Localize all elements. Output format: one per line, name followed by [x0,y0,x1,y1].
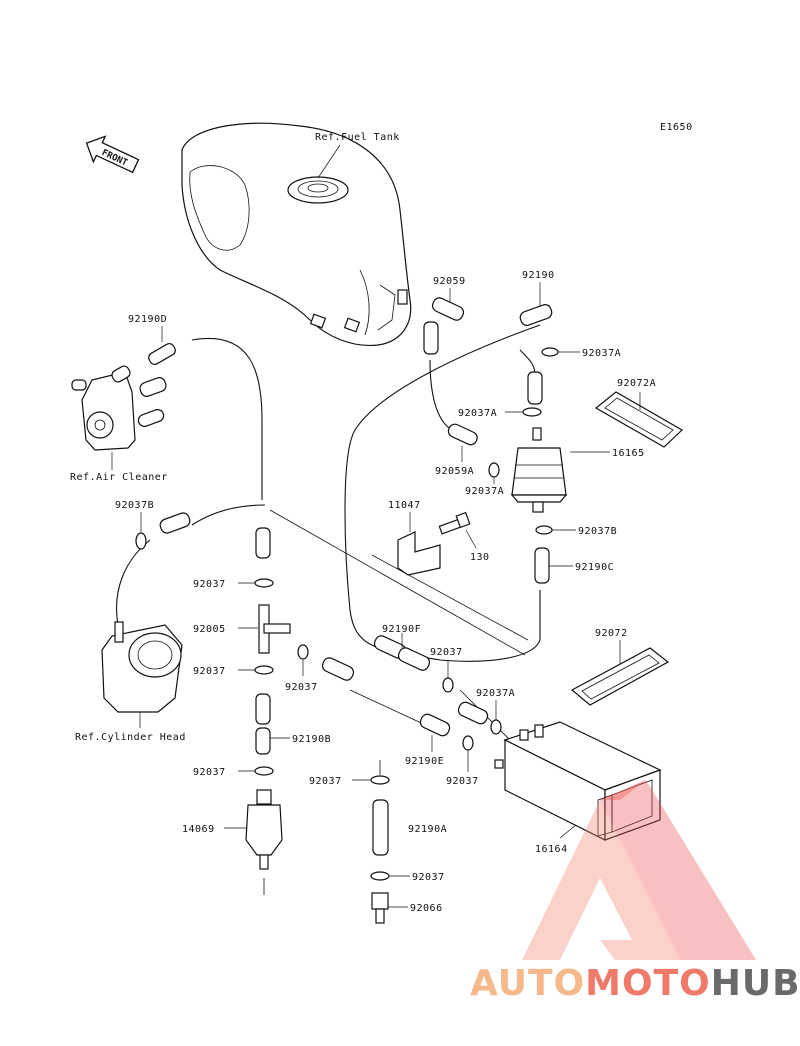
hose-route-main [344,324,541,662]
automotohub-logo-watermark: AUTOMOTOHUB [470,780,800,1004]
hose-92059A [447,423,478,446]
separator-14069 [245,789,283,870]
hose-92190B [255,727,271,755]
label-92190: 92190 [522,270,555,281]
hose-route-upper [191,338,263,500]
label-16165: 16165 [612,448,645,459]
label-air-cleaner: Ref.Air Cleaner [70,472,168,483]
bracket-11047 [397,531,441,576]
label-92072A: 92072A [617,378,656,389]
clamp-92037-3 [254,665,274,675]
label-92066: 92066 [410,903,443,914]
label-92037A-3: 92037A [465,486,504,497]
label-92037A-2: 92037A [458,408,497,419]
label-92037-1: 92037 [193,579,226,590]
label-fuel-tank: Ref.Fuel Tank [315,132,400,143]
label-92190E: 92190E [405,756,444,767]
diagram-code: E1650 [660,122,693,133]
label-92037A-4: 92037A [476,688,515,699]
hose-92190E [419,713,451,737]
hose-92190A [372,799,389,856]
hose-92190 [519,304,553,326]
label-92190B: 92190B [292,734,331,745]
cap-92066 [371,892,389,924]
clamp-92037-4 [297,644,309,660]
clamp-92037A-4 [490,719,502,735]
label-92190D: 92190D [128,314,167,325]
hose-92190F [373,635,431,671]
watermark-auto: AUTO [470,963,585,1004]
clamp-92037-5 [254,766,274,776]
clamp-92037-7 [370,775,390,785]
label-14069: 14069 [182,824,215,835]
clamp-92037-2 [442,677,454,693]
label-92190C: 92190C [575,562,614,573]
clamp-92037-1 [254,578,274,588]
clamp-92037A-mid [522,407,542,417]
clamp-92037A-lower [488,462,500,478]
label-92037B-1: 92037B [115,500,154,511]
label-92059A: 92059A [435,466,474,477]
label-92037-5: 92037 [193,767,226,778]
cylinder-head [101,621,183,713]
svg-text:AUTOMOTOHUB: AUTOMOTOHUB [470,963,800,1004]
label-92190A: 92190A [408,824,447,835]
hose-route-left [116,539,151,626]
front-arrow-icon: FRONT [85,135,140,174]
clamp-92037B-left [135,532,147,550]
label-130: 130 [470,552,490,563]
label-11047: 11047 [388,500,421,511]
bolt-130 [438,511,471,535]
hose-92059 [431,297,465,321]
hose-92190C [534,547,550,584]
label-92037-2: 92037 [430,647,463,658]
fuel-tank [181,122,412,347]
label-92072: 92072 [595,628,628,639]
clamp-92037-6 [462,735,474,751]
canister-16164 [494,721,662,841]
label-92190F: 92190F [382,624,421,635]
clamp-92037A-upper [541,347,559,357]
gasket-92072 [570,647,670,706]
label-cylinder-head: Ref.Cylinder Head [75,732,186,743]
watermark-moto: MOTO [585,963,711,1004]
label-92037-3: 92037 [193,666,226,677]
air-cleaner-valve [71,343,176,451]
hose-route-top [191,504,266,526]
clamp-92037B-right [535,525,553,535]
watermark-hub: HUB [711,963,800,1004]
label-92037A-1: 92037A [582,348,621,359]
label-16164: 16164 [535,844,568,855]
label-92037-7: 92037 [309,776,342,787]
tee-joint-92005 [258,604,291,654]
label-92037-6: 92037 [446,776,479,787]
fuel-filter-16165 [510,427,568,513]
label-92037B-2: 92037B [578,526,617,537]
label-92059: 92059 [433,276,466,287]
label-92037-8: 92037 [412,872,445,883]
label-92005: 92005 [193,624,226,635]
gasket-92072A [594,391,683,448]
label-92037-4: 92037 [285,682,318,693]
clamp-92037-8 [370,871,390,881]
